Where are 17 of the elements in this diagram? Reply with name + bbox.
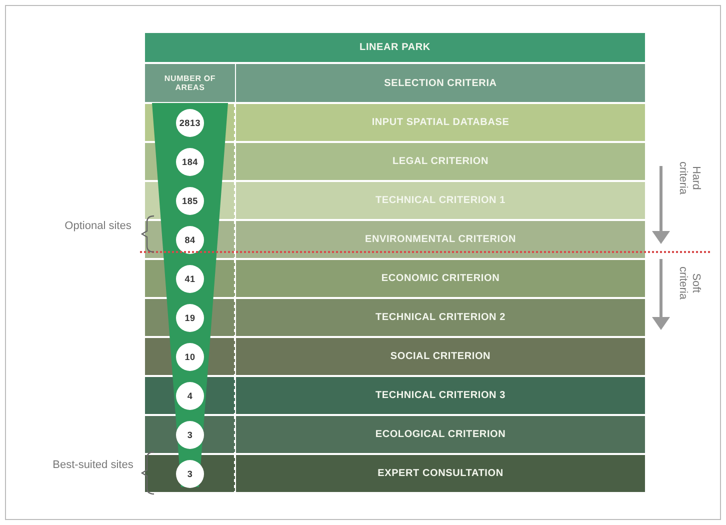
criterion-band: ECOLOGICAL CRITERION xyxy=(236,416,645,453)
criterion-band: ENVIRONMENTAL CRITERION xyxy=(236,221,645,258)
header-band: NUMBER OF AREAS xyxy=(145,64,235,102)
criterion-band: EXPERT CONSULTATION xyxy=(236,455,645,492)
bracket-label: Best-suited sites xyxy=(52,459,134,472)
side-label: Soft criteria xyxy=(676,265,702,302)
criterion-band: TECHNICAL CRITERION 3 xyxy=(236,377,645,414)
header-band: LINEAR PARK xyxy=(145,33,645,62)
header-band: SELECTION CRITERIA xyxy=(236,64,645,102)
criterion-band: TECHNICAL CRITERION 1 xyxy=(236,182,645,219)
criterion-band: LEGAL CRITERION xyxy=(236,143,645,180)
criterion-band: INPUT SPATIAL DATABASE xyxy=(236,104,645,141)
bracket-label: Optional sites xyxy=(64,220,132,233)
side-label: Hard criteria xyxy=(676,160,702,196)
criterion-band: ECONOMIC CRITERION xyxy=(236,260,645,297)
criterion-band: TECHNICAL CRITERION 2 xyxy=(236,299,645,336)
criterion-band: SOCIAL CRITERION xyxy=(236,338,645,375)
